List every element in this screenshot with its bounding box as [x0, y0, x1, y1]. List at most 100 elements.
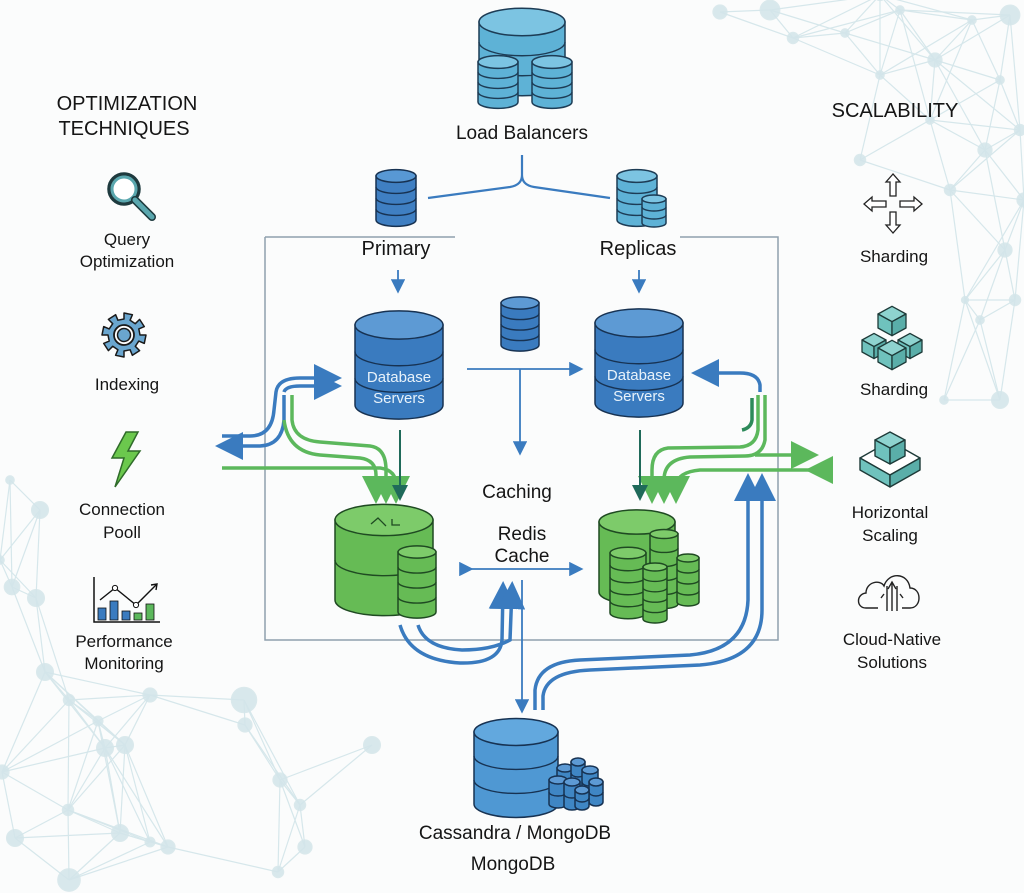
network-node [786, 31, 800, 45]
network-link [844, 0, 877, 34]
cylinder-top [563, 777, 581, 787]
network-link [929, 79, 1001, 121]
network-node [272, 772, 288, 788]
network-node [960, 295, 970, 305]
network-link [0, 479, 11, 561]
network-node [92, 715, 104, 727]
network-node [999, 4, 1021, 26]
cylinder-band [676, 590, 700, 596]
cylinder-band [641, 206, 667, 212]
database-server-right-icon [594, 308, 684, 418]
cylinder-band [642, 597, 668, 603]
network-node [759, 0, 781, 21]
network-link [792, 37, 881, 76]
network-link [44, 671, 151, 696]
network-link [792, 9, 901, 39]
network-link [277, 804, 301, 873]
network-link [104, 747, 169, 848]
network-node [30, 500, 50, 520]
cylinder-band [477, 71, 519, 80]
cylinder-band [642, 577, 668, 583]
center-diagram: Load Balancers Primary Replicas Database… [215, 7, 833, 875]
cylinder-band [531, 91, 573, 100]
cylinder-top [473, 717, 559, 747]
network-node [840, 28, 850, 38]
cylinder-body [642, 566, 668, 624]
cylinder-top [676, 553, 700, 563]
network-link [964, 299, 1001, 401]
network-link [14, 832, 121, 839]
magnifier-icon [107, 172, 156, 221]
network-link [124, 744, 169, 848]
database-server-left-icon [354, 310, 444, 420]
cylinder-band [676, 568, 700, 574]
cylinder-top [649, 528, 679, 540]
network-link [979, 249, 1006, 321]
cylinder-band [594, 349, 684, 365]
network-link [243, 699, 301, 806]
cube-shape [877, 339, 907, 371]
cylinder-top [477, 54, 519, 70]
left-title-line2: TECHNIQUES [58, 118, 189, 140]
network-link [67, 747, 106, 811]
cylinder-body [477, 61, 519, 110]
network-node [1016, 192, 1024, 208]
network-node [927, 52, 943, 68]
nosql-main-cylinder [473, 717, 559, 819]
cylinder-body [641, 198, 667, 228]
network-node [362, 735, 382, 755]
query-optimization-line1: Query [104, 230, 151, 249]
sharding-label-2: Sharding [860, 380, 928, 399]
network-node [5, 828, 25, 848]
network-link [244, 724, 301, 806]
db-right-line1: Database [607, 367, 671, 384]
lb-left-cylinder [477, 54, 519, 110]
network-link [883, 0, 936, 61]
db-left-line1: Database [367, 369, 431, 386]
cube-right [909, 339, 923, 360]
db-right-cylinder [594, 308, 684, 418]
network-link [943, 299, 966, 401]
network-link [844, 9, 901, 34]
replicas-db-icon [616, 168, 667, 228]
lb-right-cylinder [531, 54, 573, 110]
network-link [984, 149, 1006, 251]
network-link [899, 9, 936, 61]
network-node [997, 242, 1013, 258]
connection-pool-line2: Pooll [103, 523, 141, 542]
cylinder-top [574, 785, 590, 795]
network-node [967, 15, 977, 25]
network-link [934, 59, 1001, 81]
network-link [934, 59, 1021, 131]
query-optimization-line2: Optimization [80, 252, 174, 271]
primary-db-icon [375, 168, 417, 228]
network-link [999, 14, 1011, 81]
cylinder-band [473, 755, 559, 771]
network-link [979, 299, 1016, 321]
network-link [97, 694, 151, 722]
network-link [14, 809, 69, 839]
network-node [142, 687, 158, 703]
replicas-label: Replicas [600, 238, 677, 260]
horizontal-scaling-line2: Scaling [862, 526, 918, 545]
network-node [5, 475, 15, 485]
network-link [1, 771, 16, 839]
network-link [1009, 14, 1021, 131]
cylinder-top [598, 509, 676, 535]
network-node [35, 662, 55, 682]
network-node [1008, 293, 1022, 307]
network-link [929, 19, 973, 121]
cylinder-body [375, 175, 417, 228]
cylinder-body [531, 61, 573, 110]
cylinder-top [570, 757, 586, 767]
cylinder-band [397, 596, 437, 604]
network-node [160, 839, 176, 855]
network-link [792, 32, 846, 39]
network-link [949, 129, 1021, 191]
load-balancer-icon [477, 7, 573, 110]
cube-right [891, 313, 907, 337]
network-node [0, 764, 10, 780]
performance-monitoring-line2: Monitoring [84, 654, 163, 673]
